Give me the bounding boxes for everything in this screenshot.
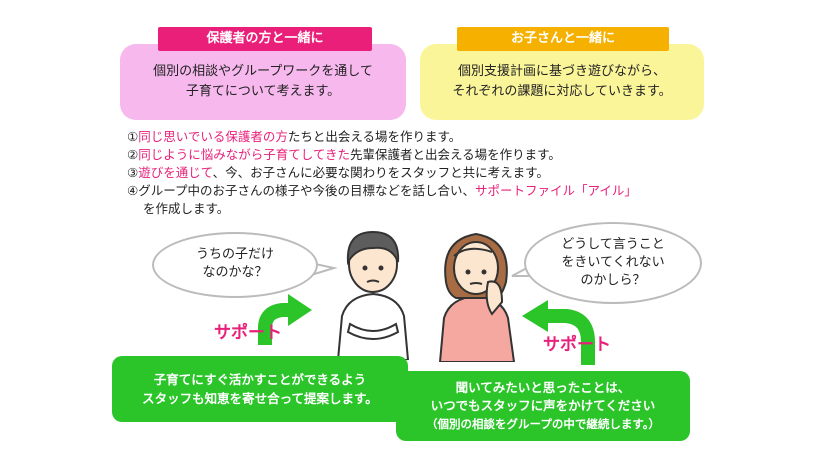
right-bubble-line3: のかしら？: [580, 273, 646, 288]
mother-hand: [485, 280, 504, 316]
father-body: [336, 292, 410, 360]
staff-proposal-box: 子育てにすぐ活かすことができるよう スタッフも知恵を寄せ合って提案します。: [112, 356, 408, 422]
child-card: 個別支援計画に基づき遊びながら、 それぞれの課題に対応していきます。: [420, 44, 704, 120]
point-1: ①同じ思いでいる保護者の方たちと出会える場を作ります。: [127, 128, 727, 146]
mother-illustration: [438, 232, 516, 362]
consultation-line1: 聞いてみたいと思ったことは、: [455, 380, 631, 395]
father-arms: [346, 322, 400, 340]
father-hair: [346, 230, 400, 266]
right-bubble-line1: どうして言うこと: [561, 237, 665, 252]
point-4-highlight: サポートファイル「アイル」: [474, 183, 637, 198]
mother-face: [453, 241, 499, 295]
consultation-line2: いつでもスタッフに声をかけてください: [430, 398, 656, 413]
mother-left-eye: [465, 269, 471, 275]
support-label-left: サポート: [214, 323, 282, 343]
father-mouth: [366, 279, 380, 283]
left-bubble-line1: うちの子だけ: [195, 247, 274, 262]
support-label-right: サポート: [543, 335, 611, 355]
mother-bangs: [453, 247, 493, 257]
consultation-line3: （個別の相談をグループの中で継続します。）: [426, 417, 660, 431]
point-4-num: ④: [127, 183, 139, 198]
point-3-num: ③: [127, 165, 139, 180]
child-card-tag: お子さんと一緒に: [457, 27, 669, 51]
parent-card-line1: 個別の相談やグループワークを通して: [153, 64, 373, 79]
point-4-pre: グループ中のお子さんの様子や今後の目標などを話し合い、: [138, 183, 475, 198]
parent-card-text: 個別の相談やグループワークを通して 子育てについて考えます。: [120, 62, 406, 102]
child-card-line2: それぞれの課題に対応していきます。: [452, 84, 672, 99]
child-card-text: 個別支援計画に基づき遊びながら、 それぞれの課題に対応していきます。: [420, 62, 704, 102]
point-1-highlight: 同じ思いでいる保護者の方: [138, 129, 288, 144]
consultation-box: 聞いてみたいと思ったことは、 いつでもスタッフに声をかけてください （個別の相談…: [396, 371, 690, 441]
point-2-rest: 先輩保護者と出会える場を作ります。: [349, 147, 561, 162]
staff-proposal-line2: スタッフも知恵を寄せ合って提案します。: [142, 391, 378, 406]
right-arrow-head: [522, 300, 548, 332]
father-illustration: [336, 230, 410, 360]
father-right-eye: [378, 265, 384, 271]
left-arrow-shaft: [258, 303, 290, 345]
right-bubble-line2: をきいてくれない: [561, 255, 665, 270]
parent-card-line2: 子育てについて考えます。: [185, 84, 341, 99]
point-1-num: ①: [127, 129, 139, 144]
child-card-line1: 個別支援計画に基づき遊びながら、: [457, 64, 666, 79]
mother-right-eye: [481, 269, 487, 275]
mother-mouth: [469, 282, 483, 285]
point-3: ③遊びを通じて、今、お子さんに必要な関わりをスタッフと共に考えます。: [127, 164, 727, 182]
right-arrow-shaft: [545, 309, 595, 365]
staff-proposal-line1: 子育てにすぐ活かすことができるよう: [153, 372, 367, 387]
left-arrow-head: [288, 294, 312, 326]
parent-card: 個別の相談やグループワークを通して 子育てについて考えます。: [120, 44, 406, 120]
father-left-eye: [362, 265, 368, 271]
point-2-num: ②: [127, 147, 139, 162]
point-2-highlight: 同じように悩みながら子育てしてきた: [138, 147, 350, 162]
point-4-cont: を作成します。: [143, 201, 230, 216]
parent-card-tag: 保護者の方と一緒に: [158, 27, 372, 51]
left-speech-bubble: うちの子だけ なのかな？: [152, 232, 318, 298]
left-bubble-line2: なのかな？: [202, 265, 268, 280]
right-speech-bubble: どうして言うこと をきいてくれない のかしら？: [524, 222, 702, 304]
point-3-rest: 、今、お子さんに必要な関わりをスタッフと共に考えます。: [212, 165, 549, 180]
point-1-rest: たちと出会える場を作ります。: [287, 129, 462, 144]
point-2: ②同じように悩みながら子育てしてきた先輩保護者と出会える場を作ります。: [127, 146, 727, 164]
point-4: ④グループ中のお子さんの様子や今後の目標などを話し合い、サポートファイル「アイル…: [127, 182, 727, 200]
points-list: ①同じ思いでいる保護者の方たちと出会える場を作ります。 ②同じように悩みながら子…: [127, 128, 727, 218]
point-3-highlight: 遊びを通じて: [138, 165, 213, 180]
